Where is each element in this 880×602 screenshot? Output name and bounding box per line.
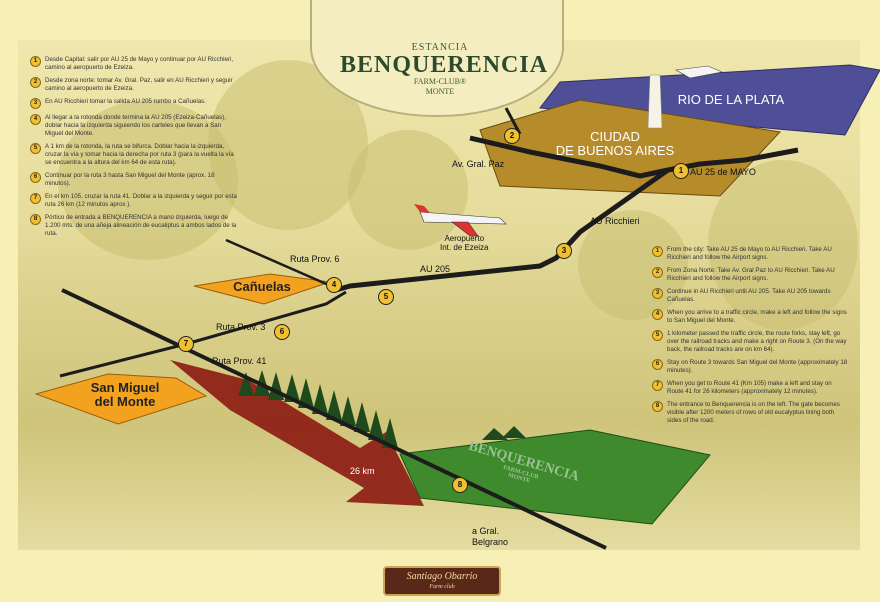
ciudad-area (479, 99, 782, 197)
ruta-6-road (225, 238, 341, 292)
ruta41-label: Ruta Prov. 41 (212, 356, 267, 366)
marker-4: 4 (326, 277, 342, 293)
rio-label: RIO DE LA PLATA (677, 92, 785, 107)
benquerencia-field (399, 429, 711, 525)
distance-label: 26 km (350, 466, 375, 476)
au-25-de-mayo-road (469, 135, 799, 179)
route-41-arrow (170, 360, 424, 506)
airplane-icon (414, 204, 507, 237)
belgrano-label: a Gral. Belgrano (472, 526, 509, 547)
ciudad-label: CIUDAD DE BUENOS AIRES (555, 129, 675, 158)
san-miguel-area (34, 373, 208, 425)
marker-8: 8 (452, 477, 468, 493)
au25-label: AU 25 de MAYO (690, 167, 756, 177)
airport-label: Aeropuerto Int. de Ezeiza (440, 234, 489, 252)
ship-icon (675, 65, 724, 79)
marker-5: 5 (378, 289, 394, 305)
estancia-label: ESTANCIA (411, 42, 469, 53)
brand-location: MONTE (425, 87, 455, 96)
ricchieri-label: AU Ricchieri (590, 216, 640, 226)
ruta3-label: Ruta Prov. 3 (216, 322, 266, 332)
ruta-41-road (61, 288, 607, 550)
brand-title: BENQUERENCIA (340, 52, 549, 78)
logo: ESTANCIA BENQUERENCIA FARM-CLUB® MONTE (340, 8, 549, 97)
au-ricchieri-road (335, 167, 670, 293)
marker-2: 2 (504, 128, 520, 144)
brand-subtitle: FARM-CLUB® (413, 77, 467, 86)
santiago-obarrio-badge: Santiago Obarrio Farm club (383, 566, 501, 596)
san-miguel-label: San Miguel del Monte (90, 380, 160, 409)
marker-7: 7 (178, 336, 194, 352)
ruta6-label: Ruta Prov. 6 (290, 254, 340, 264)
header-banner (310, 0, 564, 117)
ruta-3-road (59, 290, 347, 378)
obelisco-icon (647, 74, 663, 129)
destination-logo-icon (482, 426, 526, 440)
au205-label: AU 205 (420, 264, 451, 274)
marker-1: 1 (673, 163, 689, 179)
gral-paz-label: Av. Gral. Paz (452, 159, 505, 169)
marker-6: 6 (274, 324, 290, 340)
canuelas-label: Cañuelas (233, 279, 291, 294)
rio-de-la-plata-area (539, 64, 880, 136)
marker-3: 3 (556, 243, 572, 259)
